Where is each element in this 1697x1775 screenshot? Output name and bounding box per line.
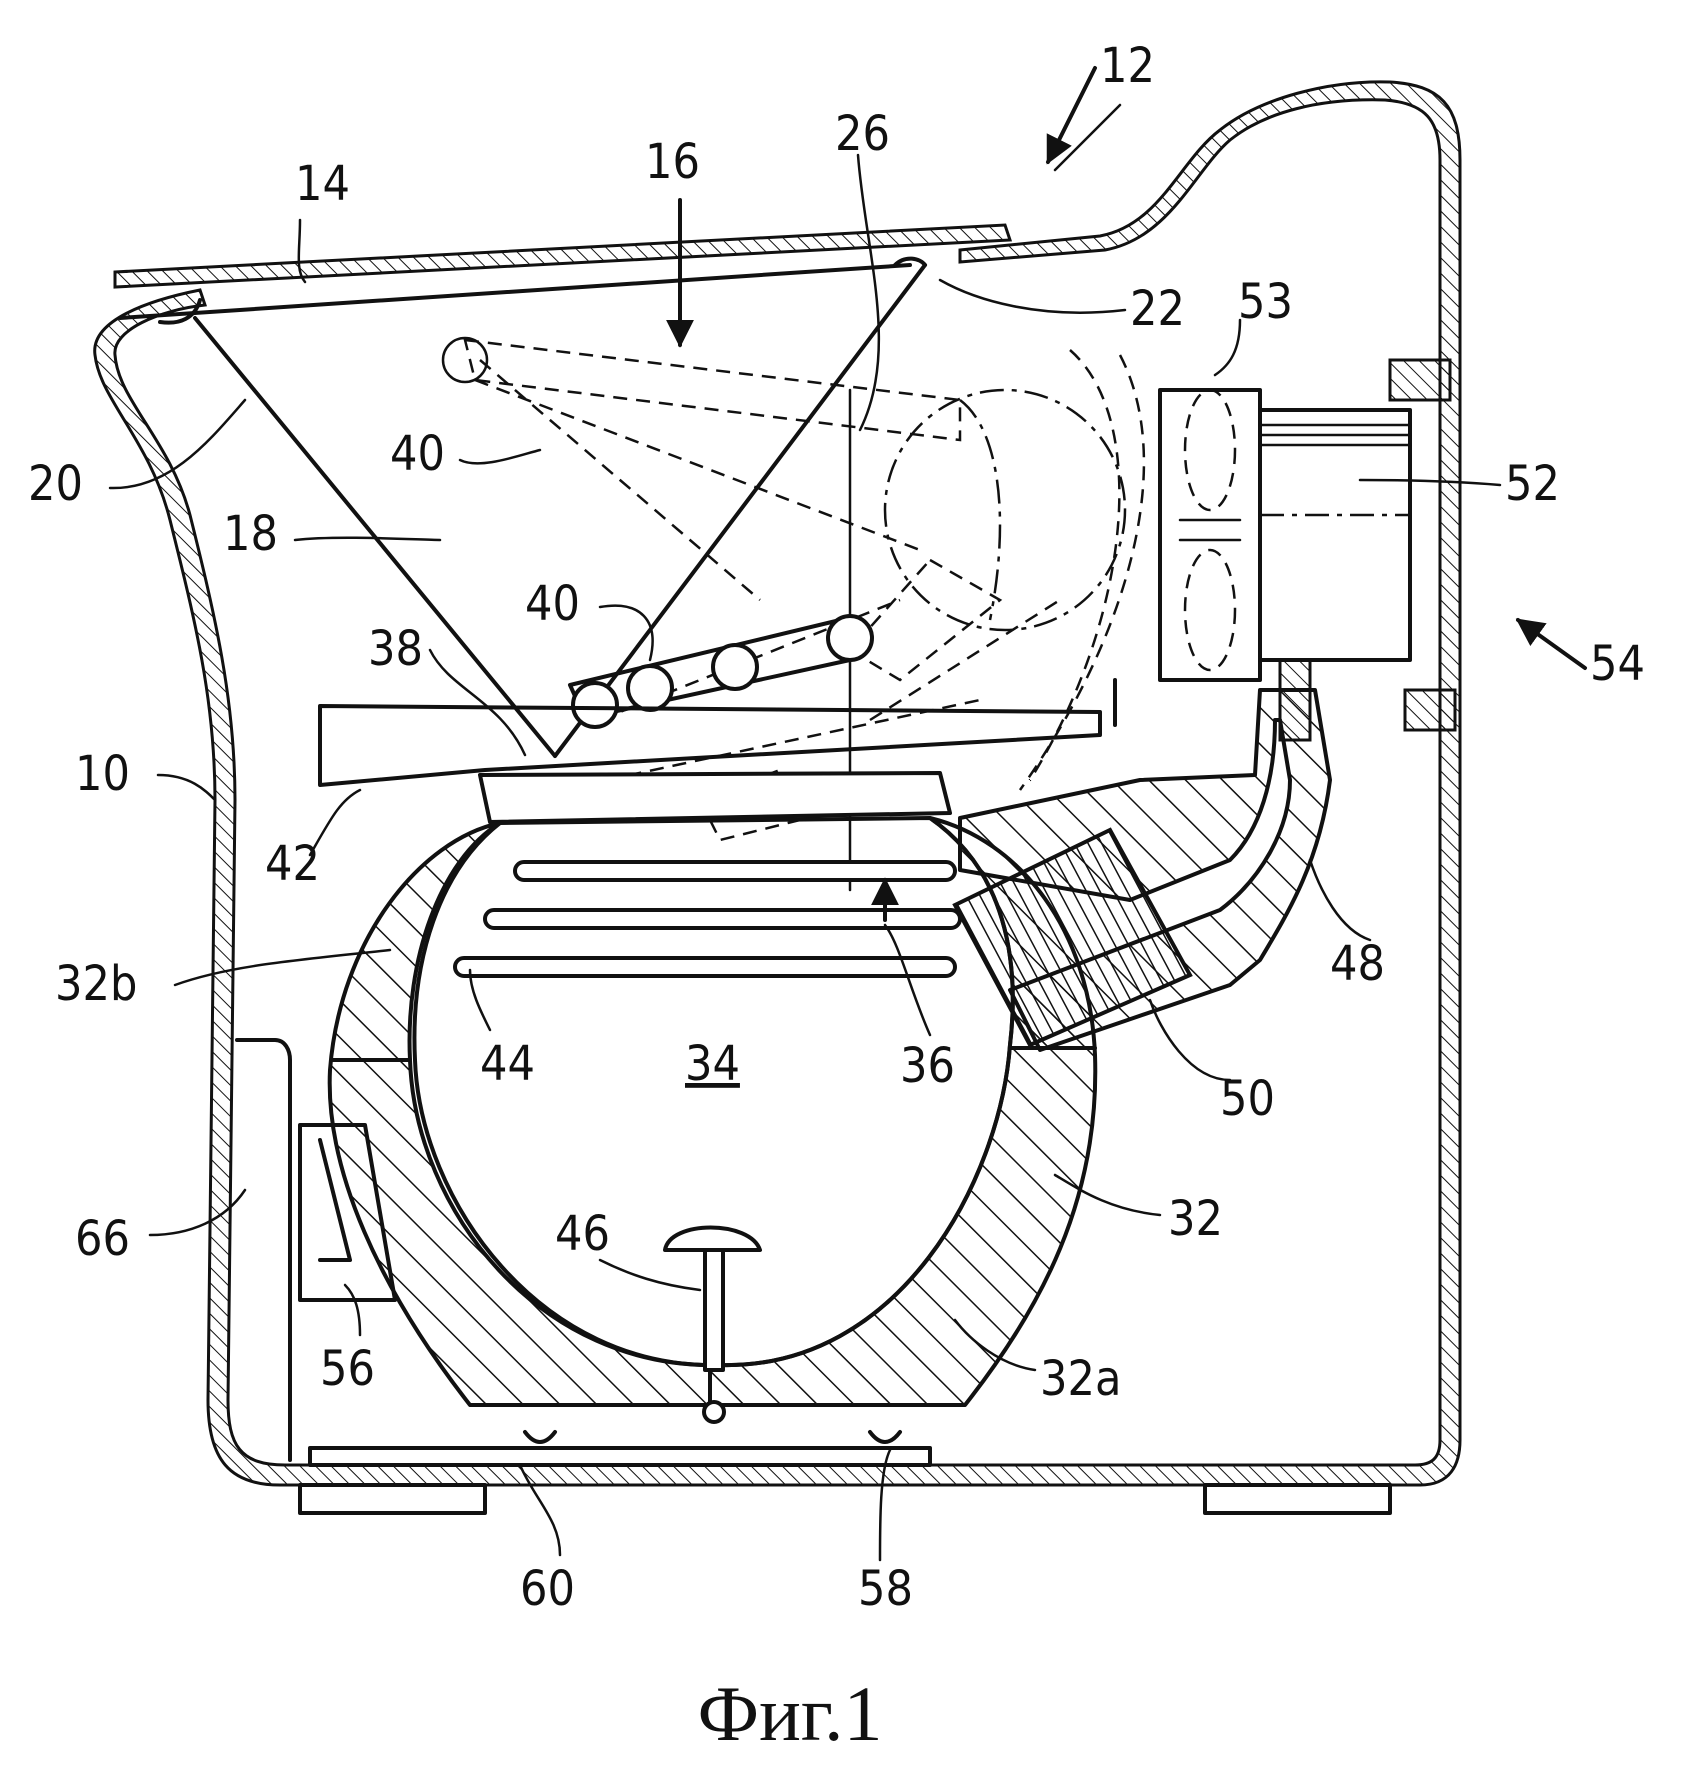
label-36: 36 [900, 1038, 955, 1094]
label-42: 42 [265, 836, 320, 892]
label-18: 18 [223, 506, 278, 562]
label-32b: 32b [55, 956, 137, 1012]
label-32: 32 [1168, 1191, 1223, 1247]
label-14: 14 [295, 156, 350, 212]
label-26: 26 [835, 106, 890, 162]
label-66: 66 [75, 1211, 130, 1267]
lid [115, 225, 1010, 287]
chamber-plate [480, 773, 950, 822]
label-52: 52 [1505, 456, 1560, 512]
label-22: 22 [1130, 281, 1185, 337]
label-44: 44 [480, 1036, 535, 1092]
right-foot [1205, 1485, 1390, 1513]
label-20: 20 [28, 456, 83, 512]
label-40-upper: 40 [390, 426, 445, 482]
figure-caption: Фиг.1 [697, 1670, 882, 1757]
label-32a: 32a [1040, 1351, 1121, 1407]
label-48: 48 [1330, 936, 1385, 992]
label-10: 10 [75, 746, 130, 802]
base-plate [310, 1448, 930, 1465]
label-46: 46 [555, 1206, 610, 1262]
label-34: 34 [685, 1036, 740, 1092]
label-50: 50 [1220, 1071, 1275, 1127]
label-60: 60 [520, 1561, 575, 1617]
label-38: 38 [368, 621, 423, 677]
left-foot [300, 1485, 485, 1513]
label-12: 12 [1100, 38, 1155, 94]
label-54: 54 [1590, 636, 1645, 692]
label-53: 53 [1238, 274, 1293, 330]
tray [320, 680, 1115, 785]
label-16: 16 [645, 134, 700, 190]
mount-right [870, 1432, 900, 1442]
label-40-lower: 40 [525, 576, 580, 632]
label-56: 56 [320, 1341, 375, 1397]
label-58: 58 [858, 1561, 913, 1617]
mount-left [525, 1432, 555, 1442]
